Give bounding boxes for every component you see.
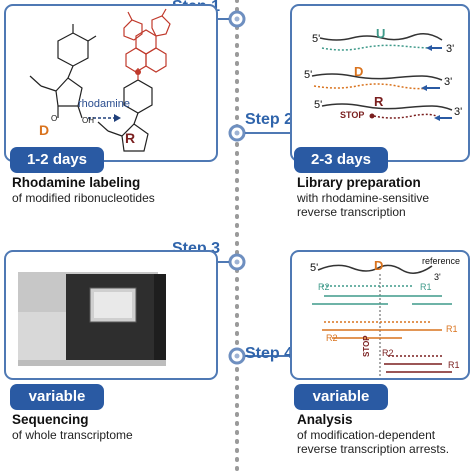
five-prime-1: 5' [312,33,321,45]
r-label: R [125,130,136,146]
step-2-label: Step 2 [245,111,294,128]
linker-dot [135,69,141,75]
analysis-duration-badge: variable [294,384,388,410]
reference-label: reference [422,256,461,266]
five-prime-2: 5' [304,69,313,81]
library-duration-badge: 2-3 days [294,147,388,173]
library-panel: 5' 3' U 5' 3' D 5' 3' R STOP [290,4,470,162]
labeling-panel: rhodamine D R O OH [4,4,218,162]
r2-label-teal: R2 [318,282,330,292]
labeling-title: Rhodamine labeling [12,175,141,190]
analysis-subtitle-2: reverse transcription arrests. [297,442,450,456]
library-title: Library preparation [297,175,421,190]
r2-label-orange: R2 [326,333,338,343]
sequencing-title: Sequencing [12,412,89,427]
sequencing-panel [4,250,218,380]
d-label: D [374,258,384,273]
sequencing-duration-badge: variable [10,384,104,410]
stop-label: STOP [362,335,371,357]
rhodamine-arrow-label: rhodamine [78,98,130,110]
d-label: D [354,64,364,79]
analysis-title: Analysis [297,412,353,427]
oh-label: OH [82,116,94,125]
sequencer-illustration [18,272,166,366]
r1-label-orange: R1 [446,324,458,334]
r2-label-maroon: R2 [382,348,394,358]
three-prime: 3' [434,272,441,282]
five-prime: 5' [310,262,319,274]
r-label: R [374,94,384,109]
analysis-panel: 5' 3' D reference R2 R1 R1 R2 R2 R1 STOP [290,250,470,380]
u-label: U [376,26,386,41]
rhodamine-fluorophore [123,8,171,80]
r1-label-maroon: R1 [448,360,460,370]
labeling-subtitle: of modified ribonucleotides [12,191,155,205]
labeling-duration-badge: 1-2 days [10,147,104,173]
stop-label: STOP [340,110,365,120]
three-prime-2: 3' [444,76,453,88]
three-prime-1: 3' [446,43,455,55]
r1-label-teal: R1 [420,282,432,292]
analysis-diagram [312,264,452,377]
rt-diagram [311,33,453,121]
d-label: D [39,122,50,138]
step-4-label: Step 4 [245,345,294,362]
library-subtitle-2: reverse transcription [297,205,406,219]
three-prime-3: 3' [454,106,463,118]
sequencing-subtitle: of whole transcriptome [12,428,133,442]
o-label: O [51,114,58,123]
analysis-subtitle-1: of modification-dependent [297,428,436,442]
library-subtitle-1: with rhodamine-sensitive [297,191,430,205]
nucleotide-structures [29,8,171,152]
five-prime-3: 5' [314,99,323,111]
